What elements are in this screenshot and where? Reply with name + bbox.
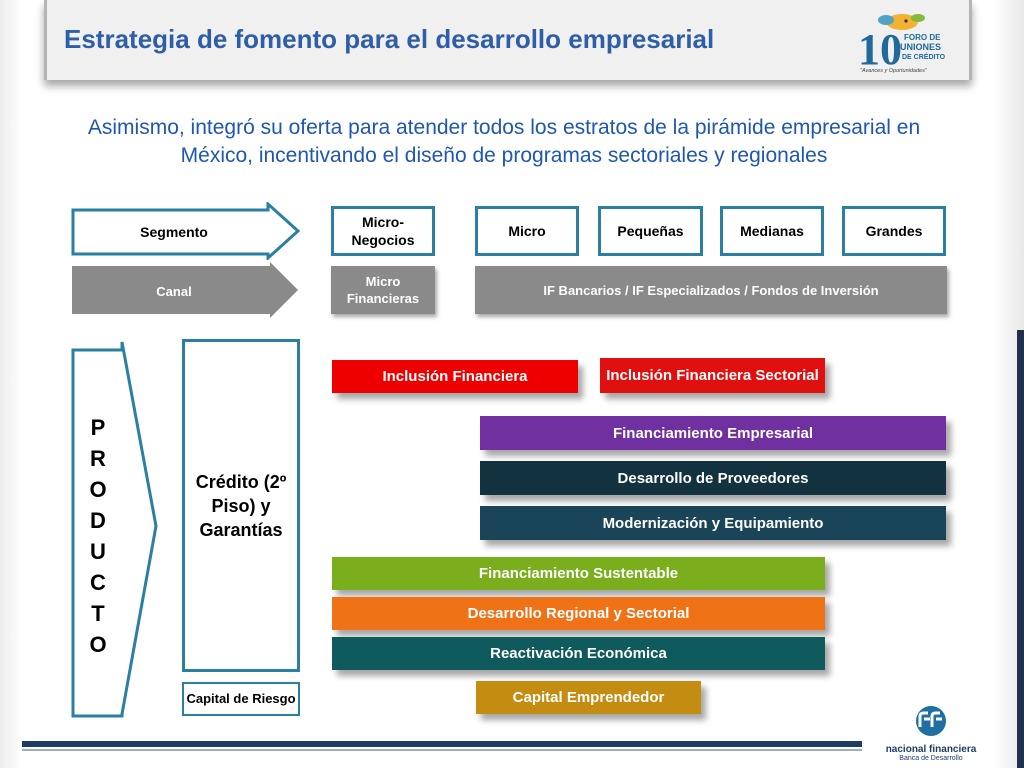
bar-desarrollo-regional: Desarrollo Regional y Sectorial bbox=[332, 597, 825, 630]
page-title: Estrategia de fomento para el desarrollo… bbox=[64, 24, 715, 54]
producto-letter: D bbox=[90, 508, 106, 533]
footer-rule-thin bbox=[22, 749, 862, 751]
bar-reactivacion-economica: Reactivación Económica bbox=[332, 637, 825, 670]
svg-text:DE CRÉDITO: DE CRÉDITO bbox=[902, 52, 946, 61]
credito-label: Crédito (2º Piso) y Garantías bbox=[195, 471, 287, 540]
title-bar bbox=[44, 0, 972, 80]
segment-medianas: Medianas bbox=[720, 206, 824, 256]
bar-inclusion-sectorial: Inclusión Financiera Sectorial bbox=[600, 358, 825, 393]
right-edge-strip bbox=[1017, 330, 1024, 768]
nafin-emblem-icon bbox=[916, 706, 946, 736]
producto-letters: P R O D U C T O bbox=[74, 412, 122, 660]
segment-pequenas: Pequeñas bbox=[598, 206, 703, 256]
footer-rule bbox=[22, 741, 862, 747]
svg-text:FORO DE: FORO DE bbox=[904, 33, 941, 42]
bar-desarrollo-proveedores: Desarrollo de Proveedores bbox=[480, 461, 946, 495]
producto-letter: R bbox=[90, 446, 106, 471]
credito-box: Crédito (2º Piso) y Garantías bbox=[182, 339, 300, 672]
producto-letter: O bbox=[89, 477, 107, 502]
canal-label: Canal bbox=[156, 284, 192, 299]
logo-number: 10 bbox=[858, 25, 902, 74]
producto-arrow bbox=[71, 341, 158, 718]
bar-modernizacion: Modernización y Equipamiento bbox=[480, 506, 946, 540]
segment-micro-negocios: Micro-Negocios bbox=[331, 206, 435, 256]
subtitle: Asimismo, integró su oferta para atender… bbox=[30, 114, 978, 170]
subtitle-line-2: México, incentivando el diseño de progra… bbox=[180, 144, 828, 167]
segmento-label: Segmento bbox=[140, 224, 208, 240]
nafin-tagline: Banca de Desarrollo bbox=[899, 755, 963, 762]
svg-text:UNIONES: UNIONES bbox=[900, 42, 941, 52]
bar-inclusion-financiera: Inclusión Financiera bbox=[332, 360, 578, 393]
nafin-logo: nacional financiera Banca de Desarrollo bbox=[870, 705, 992, 765]
left-shadow bbox=[0, 0, 22, 768]
segment-micro: Micro bbox=[475, 206, 579, 256]
producto-letter: T bbox=[91, 601, 105, 626]
producto-letter: O bbox=[89, 632, 107, 657]
bar-financiamiento-sustentable: Financiamiento Sustentable bbox=[332, 557, 825, 590]
bar-capital-emprendedor: Capital Emprendedor bbox=[476, 681, 701, 714]
subtitle-line-1: Asimismo, integró su oferta para atender… bbox=[87, 116, 921, 139]
nafin-brand: nacional financiera bbox=[885, 744, 977, 755]
canal-arrow bbox=[72, 262, 298, 318]
producto-letter: P bbox=[90, 415, 106, 440]
capital-riesgo-box: Capital de Riesgo bbox=[182, 682, 300, 716]
segment-grandes: Grandes bbox=[842, 206, 946, 256]
canal-micro-financieras: Micro Financieras bbox=[331, 266, 435, 314]
logo-tagline: "Avances y Oportunidades" bbox=[860, 68, 928, 74]
producto-letter: C bbox=[90, 570, 106, 595]
canal-if: IF Bancarios / IF Especializados / Fondo… bbox=[475, 266, 947, 314]
segmento-arrow bbox=[71, 202, 301, 260]
bar-financiamiento-empresarial: Financiamiento Empresarial bbox=[480, 416, 946, 450]
producto-letter: U bbox=[90, 539, 106, 564]
foro-logo: 10 FORO DE UNIONES DE CRÉDITO "Avances y… bbox=[856, 8, 952, 76]
